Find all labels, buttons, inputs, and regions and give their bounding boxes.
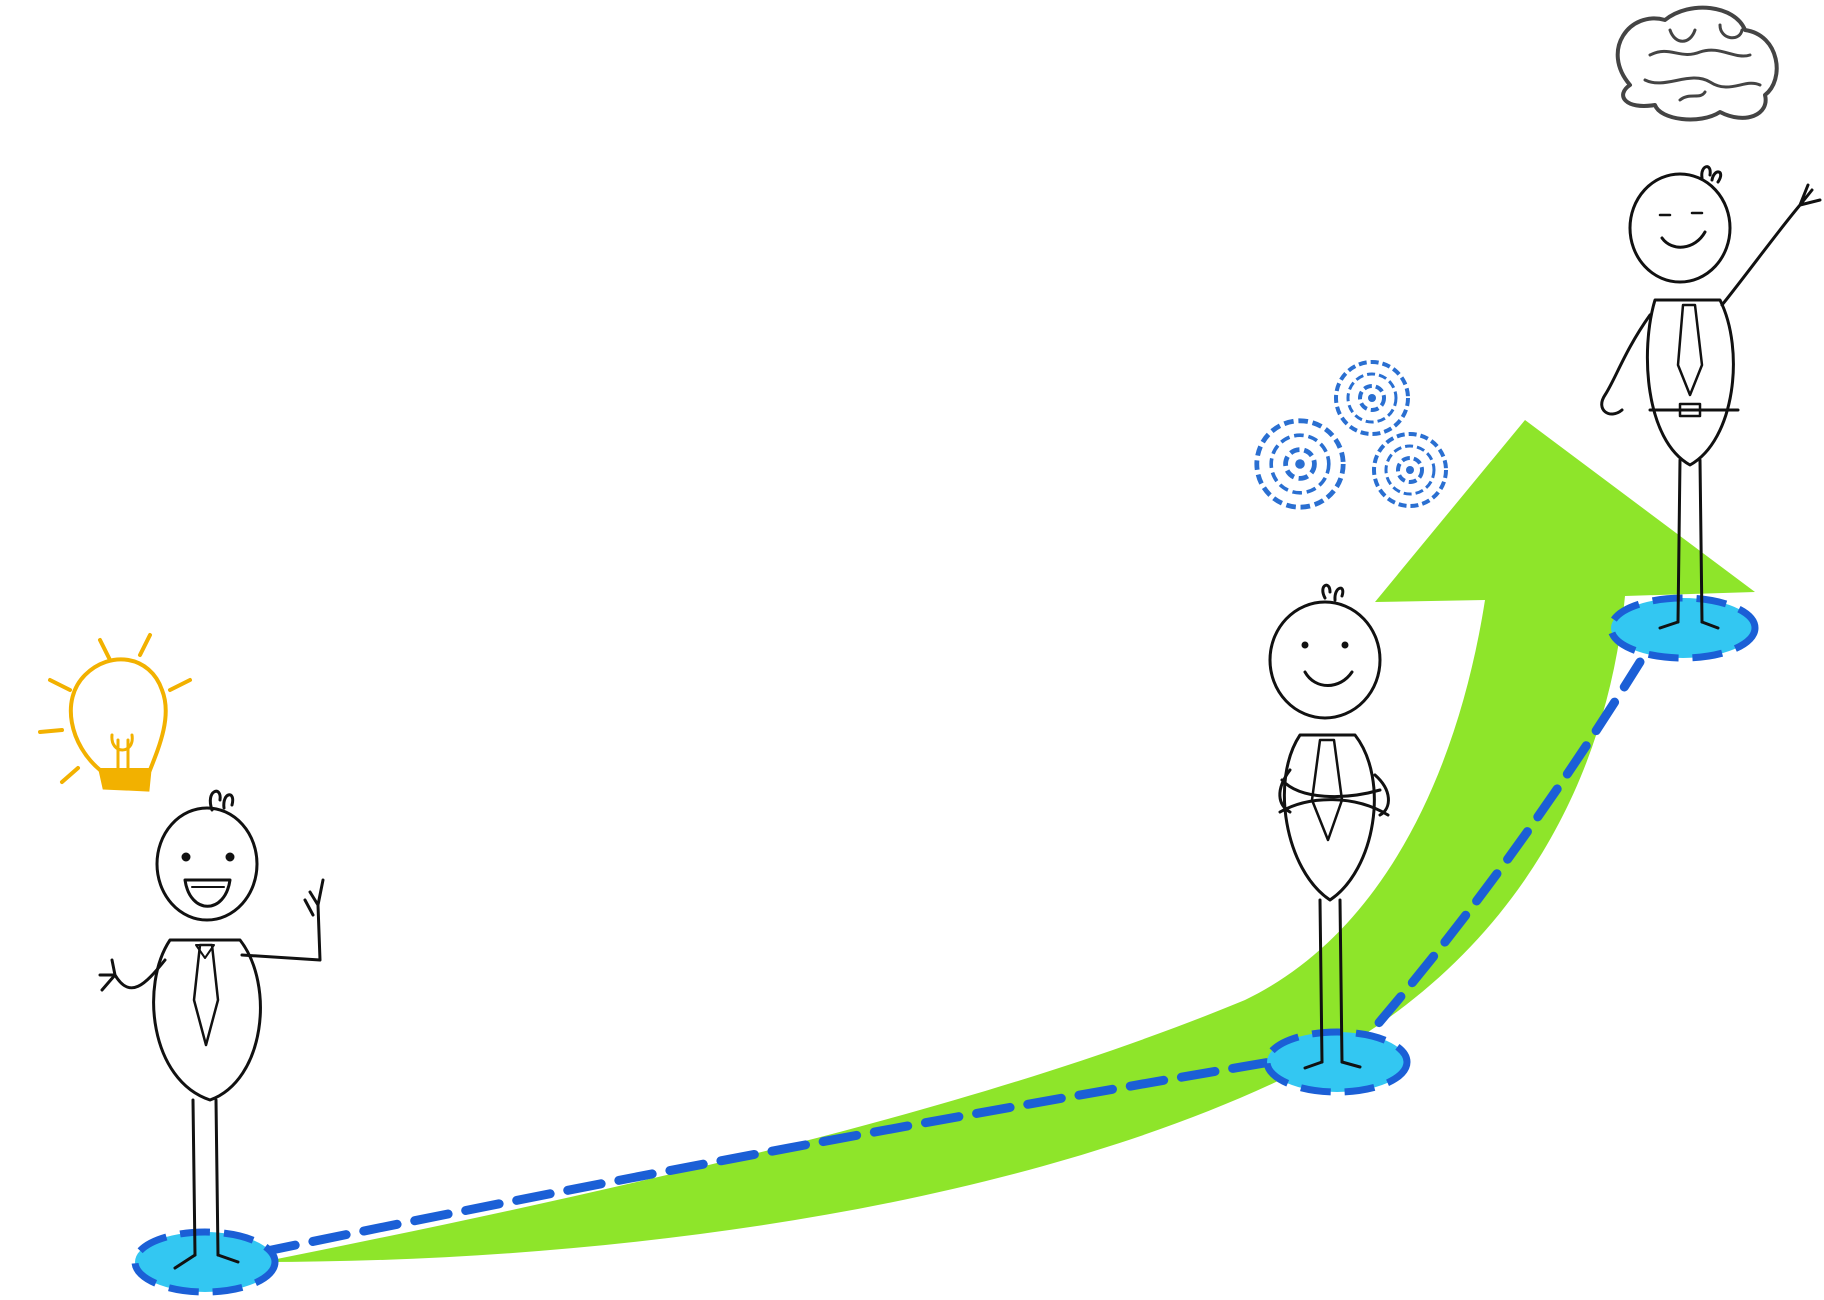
figure-arms-crossed-head xyxy=(1268,600,1382,720)
progress-path xyxy=(257,657,1645,1257)
figure-explaining xyxy=(98,789,325,1270)
path-segment-1 xyxy=(257,1057,1275,1257)
platform-1 xyxy=(131,1228,279,1296)
figure-waving-body xyxy=(1645,298,1735,467)
brain-icon xyxy=(1615,5,1779,122)
growth-arrow xyxy=(262,420,1755,1262)
figure-waving xyxy=(1600,165,1822,630)
figure-waving-head xyxy=(1628,172,1732,284)
growth-arrow-shape xyxy=(262,420,1755,1262)
figure-explaining-head xyxy=(155,806,259,922)
lightbulb-icon xyxy=(38,633,192,792)
path-segment-2 xyxy=(1340,657,1645,1067)
platform-3 xyxy=(1607,594,1759,662)
gears-icon xyxy=(1257,360,1448,507)
platform-2 xyxy=(1263,1028,1411,1096)
figure-arms-crossed-body xyxy=(1282,733,1376,902)
figure-arms-crossed xyxy=(1268,583,1390,1070)
figure-explaining-body xyxy=(152,938,262,1102)
